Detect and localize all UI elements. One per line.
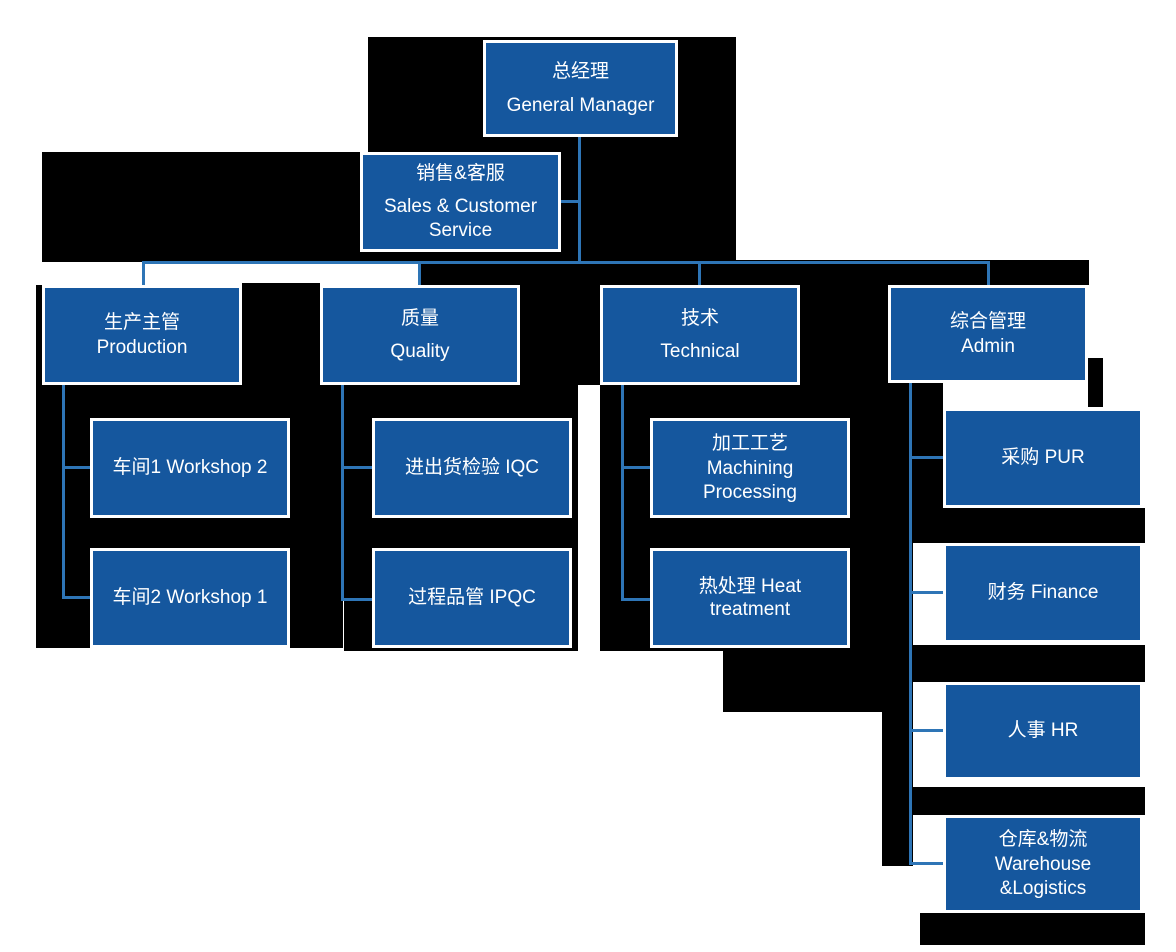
org-node-label: 采购 PUR xyxy=(1001,447,1085,469)
org-node-workshop-2: 车间2 Workshop 1 xyxy=(90,548,290,648)
backdrop-rect xyxy=(1088,358,1103,407)
org-node-label: Quality xyxy=(390,341,450,362)
connector-machining-stub xyxy=(621,466,650,469)
org-node-label: 过程品管 IPQC xyxy=(408,587,536,609)
connector-production-child-drop xyxy=(62,385,65,599)
connector-sales-stub xyxy=(558,200,578,203)
backdrop-rect xyxy=(900,787,1145,815)
org-node-label: Sales & Customer Service xyxy=(383,196,538,241)
org-node-label: 车间2 Workshop 1 xyxy=(112,587,268,609)
org-node-label: 销售&客服 xyxy=(416,163,505,185)
connector-gm-drop xyxy=(578,137,581,264)
org-node-label: 技术 xyxy=(680,307,719,329)
org-node-warehouse-logistics: 仓库&物流 Warehouse &Logistics xyxy=(943,815,1143,913)
connector-production-drop xyxy=(142,261,145,285)
org-node-technical: 技术 Technical xyxy=(600,285,800,385)
org-node-label: 人事 HR xyxy=(1007,720,1079,742)
connector-technical-drop xyxy=(698,261,701,285)
connector-heat-stub xyxy=(621,598,650,601)
org-node-admin: 综合管理 Admin xyxy=(888,285,1088,383)
connector-quality-child-drop xyxy=(341,385,344,601)
org-node-label: 加工工艺 xyxy=(711,433,788,455)
backdrop-rect xyxy=(723,651,882,712)
connector-admin-child-drop xyxy=(909,383,912,865)
org-node-machining-processing: 加工工艺 Machining Processing xyxy=(650,418,850,518)
connector-admin-drop xyxy=(987,261,990,285)
org-node-quality: 质量 Quality xyxy=(320,285,520,385)
backdrop-rect xyxy=(520,283,600,385)
org-node-hr: 人事 HR xyxy=(943,682,1143,780)
org-node-label: Admin xyxy=(961,336,1015,357)
org-node-finance: 财务 Finance xyxy=(943,543,1143,643)
org-node-sales-customer-service: 销售&客服 Sales & Customer Service xyxy=(360,152,561,252)
connector-ipqc-stub xyxy=(341,598,372,601)
connector-iqc-stub xyxy=(341,466,372,469)
connector-technical-child-drop xyxy=(621,385,624,601)
org-node-label: Machining Processing xyxy=(703,458,797,503)
backdrop-rect xyxy=(920,913,1145,945)
connector-main-rail xyxy=(142,261,990,264)
org-node-label: Production xyxy=(96,337,188,358)
org-node-iqc: 进出货检验 IQC xyxy=(372,418,572,518)
org-node-workshop-1: 车间1 Workshop 2 xyxy=(90,418,290,518)
connector-warehouse-stub xyxy=(909,862,943,865)
org-node-label: 仓库&物流 xyxy=(998,829,1088,851)
org-node-pur: 采购 PUR xyxy=(943,408,1143,508)
org-node-label: 总经理 xyxy=(551,61,609,83)
org-node-label: Technical xyxy=(660,341,740,362)
connector-quality-drop xyxy=(418,261,421,285)
org-node-label: Warehouse &Logistics xyxy=(994,854,1092,899)
backdrop-rect xyxy=(900,508,1145,543)
org-node-label: 生产主管 xyxy=(103,311,180,333)
org-node-label: 质量 xyxy=(400,307,439,329)
connector-finance-stub xyxy=(909,591,943,594)
org-node-production: 生产主管 Production xyxy=(42,285,242,385)
org-node-ipqc: 过程品管 IPQC xyxy=(372,548,572,648)
org-node-heat-treatment: 热处理 Heat treatment xyxy=(650,548,850,648)
org-node-label: 进出货检验 IQC xyxy=(404,457,540,479)
connector-pur-stub xyxy=(909,456,943,459)
org-node-label: 车间1 Workshop 2 xyxy=(112,457,268,479)
connector-hr-stub xyxy=(909,729,943,732)
org-node-label: 综合管理 xyxy=(949,310,1026,332)
org-node-label: 热处理 Heat treatment xyxy=(698,575,802,620)
backdrop-rect xyxy=(882,383,943,510)
backdrop-rect xyxy=(900,645,1145,682)
connector-workshop2-stub xyxy=(62,596,90,599)
backdrop-rect xyxy=(420,260,1089,285)
backdrop-rect xyxy=(800,283,888,385)
connector-workshop1-stub xyxy=(62,466,90,469)
org-node-general-manager: 总经理 General Manager xyxy=(483,40,678,137)
org-node-label: General Manager xyxy=(506,94,655,116)
org-node-label: 财务 Finance xyxy=(987,582,1099,604)
